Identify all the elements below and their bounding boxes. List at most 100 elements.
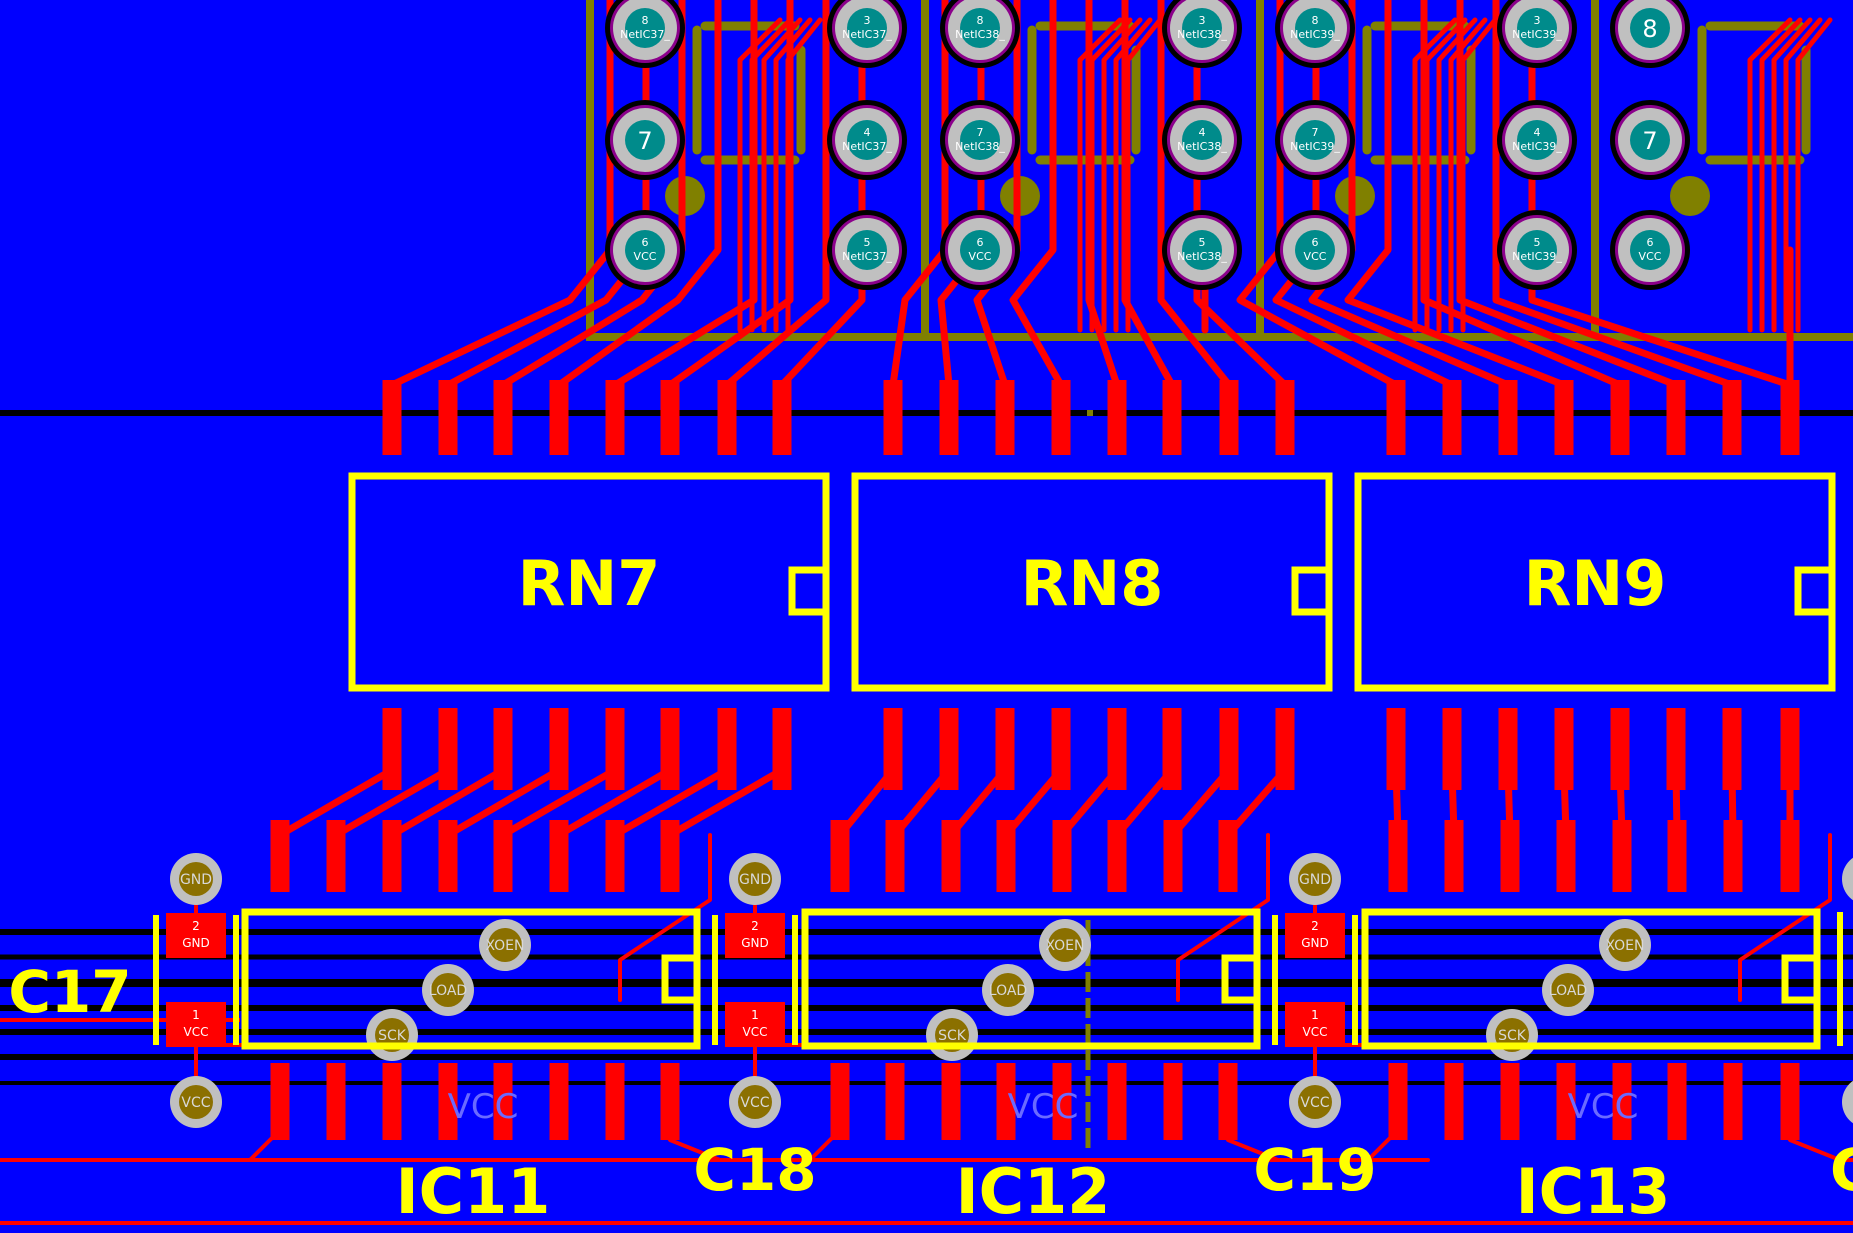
ic-pad <box>996 1063 1016 1140</box>
resistor-network-pad <box>1610 380 1630 455</box>
trace <box>749 17 793 333</box>
ic-pad <box>382 820 402 892</box>
pad-number: 4 <box>864 126 871 139</box>
pad-layer: 8NetIC37_76VCC3NetIC37_4NetIC37_5NetIC37… <box>166 0 1853 1140</box>
trace <box>1448 17 1488 333</box>
display-pad-center <box>847 8 887 48</box>
via-label: XOEN <box>1605 938 1644 954</box>
resistor-network-label: RN7 <box>518 547 661 620</box>
display-pad-center <box>1295 120 1335 160</box>
ic-pad <box>549 820 569 892</box>
pad-net: NetIC38_ <box>1177 28 1227 41</box>
resistor-network-pad <box>382 380 402 455</box>
capacitor-label: C <box>1830 1136 1853 1204</box>
pad-number: 3 <box>864 14 871 27</box>
pad-number: 5 <box>1534 236 1541 249</box>
ic-pad <box>1723 1063 1743 1140</box>
resistor-network-pad <box>1442 708 1462 790</box>
resistor-network-pad <box>995 708 1015 790</box>
ic-pad <box>1388 1063 1408 1140</box>
ic-pad <box>1052 820 1072 892</box>
resistor-network-pad <box>1554 708 1574 790</box>
via-load-center <box>431 973 465 1007</box>
capacitor-pad <box>166 913 226 958</box>
ic-pad <box>605 820 625 892</box>
ic-pad <box>660 1063 680 1140</box>
ic-label: IC12 <box>956 1155 1111 1228</box>
via-label: LOAD <box>429 983 467 999</box>
pad-number: 6 <box>642 236 649 249</box>
pad-net: NetIC39_ <box>1512 250 1562 263</box>
via-label: GND <box>1299 872 1331 888</box>
trace <box>1077 17 1123 333</box>
display-pad-center <box>1295 230 1335 270</box>
pad-number: 2 <box>1311 919 1319 933</box>
ic-pad <box>885 820 905 892</box>
pad-net: VCC <box>743 1025 768 1039</box>
resistor-network-pad <box>660 380 680 455</box>
resistor-network-pad <box>493 380 513 455</box>
resistor-network-pad <box>1051 380 1071 455</box>
resistor-network-pad <box>772 380 792 455</box>
via-label: SCK <box>378 1028 407 1044</box>
trace <box>1113 17 1153 333</box>
pad-number: 2 <box>751 919 759 933</box>
trace <box>1759 17 1803 333</box>
ic-pad <box>1444 820 1464 892</box>
pad-net: NetIC39_ <box>1512 140 1562 153</box>
resistor-network-pad <box>1162 708 1182 790</box>
trace <box>1089 17 1133 333</box>
pad-number: 5 <box>864 236 871 249</box>
pad-net: GND <box>1301 936 1329 950</box>
ic-pad <box>1667 1063 1687 1140</box>
via-gnd-center <box>179 862 213 896</box>
capacitor-label: C19 <box>1253 1136 1376 1204</box>
display-pad-center <box>1630 8 1670 48</box>
display-pad-center <box>1182 120 1222 160</box>
ic-pad <box>1500 1063 1520 1140</box>
pad-net: NetIC38_ <box>955 140 1005 153</box>
capacitor-pad <box>725 1002 785 1047</box>
capacitor-pad <box>1285 913 1345 958</box>
resistor-network-pad <box>605 708 625 790</box>
pad-number: 7 <box>637 127 652 155</box>
ic-pad <box>326 820 346 892</box>
resistor-network-pad <box>939 708 959 790</box>
trace <box>761 17 803 333</box>
ic-pad <box>885 1063 905 1140</box>
trace <box>1101 17 1143 333</box>
ic-outline <box>801 908 1261 1050</box>
pad-net: GND <box>741 936 769 950</box>
via-label: VCC <box>1300 1095 1329 1111</box>
pad-net: NetIC37_ <box>842 250 892 263</box>
resistor-network-pad <box>717 380 737 455</box>
ic-pad <box>1163 820 1183 892</box>
display-pad-center <box>1295 8 1335 48</box>
ic-pad <box>660 820 680 892</box>
ic-pad <box>1163 1063 1183 1140</box>
resistor-network-pad <box>1722 380 1742 455</box>
pad-net: VCC <box>1303 1025 1328 1039</box>
resistor-network-pad <box>883 708 903 790</box>
ic-pad <box>1612 820 1632 892</box>
via-label: XOEN <box>1045 938 1084 954</box>
resistor-network-pad <box>1666 708 1686 790</box>
resistor-network-pad <box>717 708 737 790</box>
pad-net: VCC <box>634 250 657 263</box>
trace <box>1424 17 1468 333</box>
display-pad-center <box>847 120 887 160</box>
ic-pad <box>1218 1063 1238 1140</box>
ic-pad <box>1780 1063 1800 1140</box>
via-partial <box>1842 1080 1853 1124</box>
pad-number: 4 <box>1199 126 1206 139</box>
ic-pad <box>438 820 458 892</box>
capacitor-pad <box>1285 1002 1345 1047</box>
pad-net: VCC <box>1304 250 1327 263</box>
ic-pad <box>830 1063 850 1140</box>
resistor-network-pad <box>1722 708 1742 790</box>
via-label: LOAD <box>989 983 1027 999</box>
ic-outline <box>1361 908 1821 1050</box>
pad-net: GND <box>182 936 210 950</box>
